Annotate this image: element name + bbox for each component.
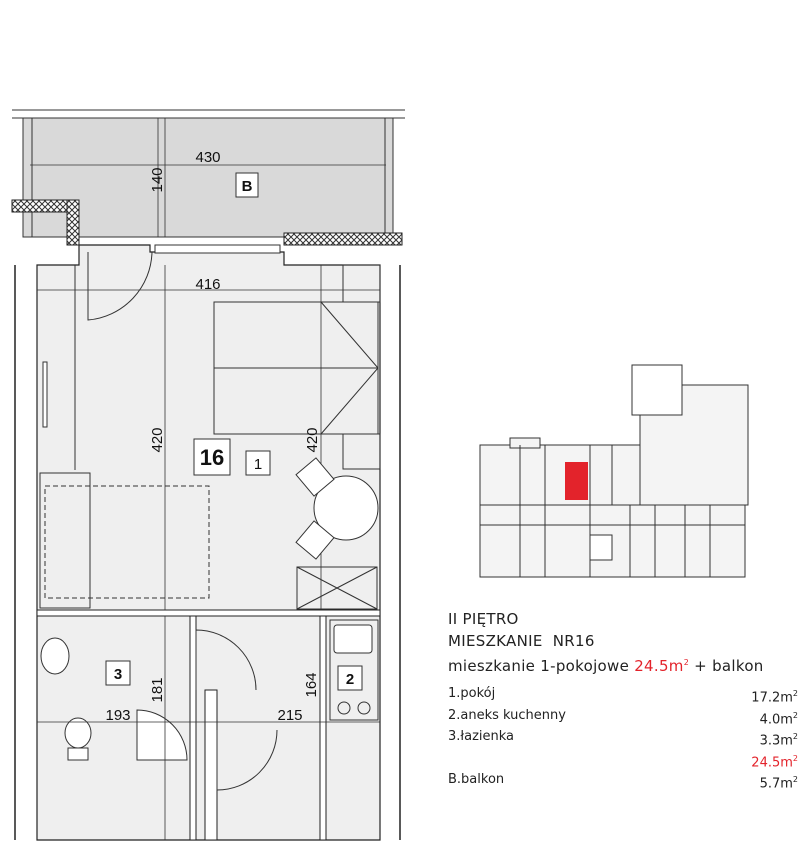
value: 4.0m [759, 711, 793, 727]
wall-hatch [66, 199, 80, 246]
row-label: 2.aneks kuchenny [448, 707, 566, 723]
row-label: 3.łazienka [448, 729, 515, 744]
dim-balcony-width: 430 [195, 149, 220, 166]
sup: 2 [792, 710, 798, 720]
key-plan [479, 364, 749, 578]
row-value: 17.2m2 [751, 683, 798, 705]
value: 5.7m [759, 776, 793, 792]
row-value: 5.7m2 [760, 769, 798, 791]
dim-bathroom-depth: 181 [149, 677, 166, 702]
type-suffix: + balkon [689, 657, 764, 675]
area-row-bathroom: 3.łazienka 3.3m2 [448, 726, 798, 748]
apartment-label: MIESZKANIE NR16 [448, 632, 595, 650]
row-value: 4.0m2 [760, 705, 798, 727]
apartment-number: 16 [200, 445, 224, 470]
dim-kitchen-depth: 164 [303, 672, 320, 697]
sink [333, 624, 373, 654]
dim-room-length-left: 420 [149, 427, 166, 452]
sup: 2 [792, 775, 798, 784]
dim-balcony-depth: 140 [149, 167, 166, 192]
area-row-room: 1.pokój 17.2m2 [448, 683, 798, 705]
total-area: 24.5m2 [634, 657, 689, 675]
apartment-info: II PIĘTRO MIESZKANIE NR16 mieszkanie 1-p… [448, 608, 798, 791]
row-value: 3.3m2 [760, 726, 798, 748]
value: 17.2m [751, 690, 793, 706]
toilet [64, 717, 92, 749]
floor-label: II PIĘTRO [448, 610, 519, 628]
sup: 2 [792, 753, 798, 763]
row-label: B.balkon [448, 772, 505, 787]
area-row-total: 24.5m2 [448, 748, 798, 770]
dim-room-length-right: 420 [304, 427, 321, 452]
dim-bathroom-width: 193 [105, 707, 130, 724]
sup: 2 [683, 658, 690, 667]
table [313, 475, 379, 541]
area-row-balcony: B.balkon 5.7m2 [448, 769, 798, 791]
type-prefix: mieszkanie 1-pokojowe [448, 657, 635, 675]
sup: 2 [792, 689, 798, 698]
apartment-highlight [565, 462, 588, 500]
row-label: 1.pokój [448, 686, 496, 701]
dim-hall-width: 215 [277, 707, 302, 724]
value: 24.5m [751, 754, 793, 770]
area-row-kitchen: 2.aneks kuchenny 4.0m2 [448, 705, 798, 727]
room-label-3: 3 [114, 666, 122, 683]
room-label-2: 2 [346, 671, 354, 688]
washbasin [40, 637, 70, 675]
row-value: 24.5m2 [751, 748, 798, 770]
dim-room-width: 416 [195, 276, 220, 293]
sofa [39, 472, 91, 609]
sup: 2 [792, 732, 798, 741]
shower [136, 709, 188, 761]
apartment-type: mieszkanie 1-pokojowe 24.5m2 + balkon [448, 652, 798, 677]
room-label-1: 1 [254, 456, 262, 473]
room-label-b: B [242, 178, 253, 195]
wall-hatch [283, 232, 403, 246]
balcony [12, 109, 405, 238]
value: 3.3m [759, 733, 793, 749]
total-area-value: 24.5m [634, 657, 684, 675]
